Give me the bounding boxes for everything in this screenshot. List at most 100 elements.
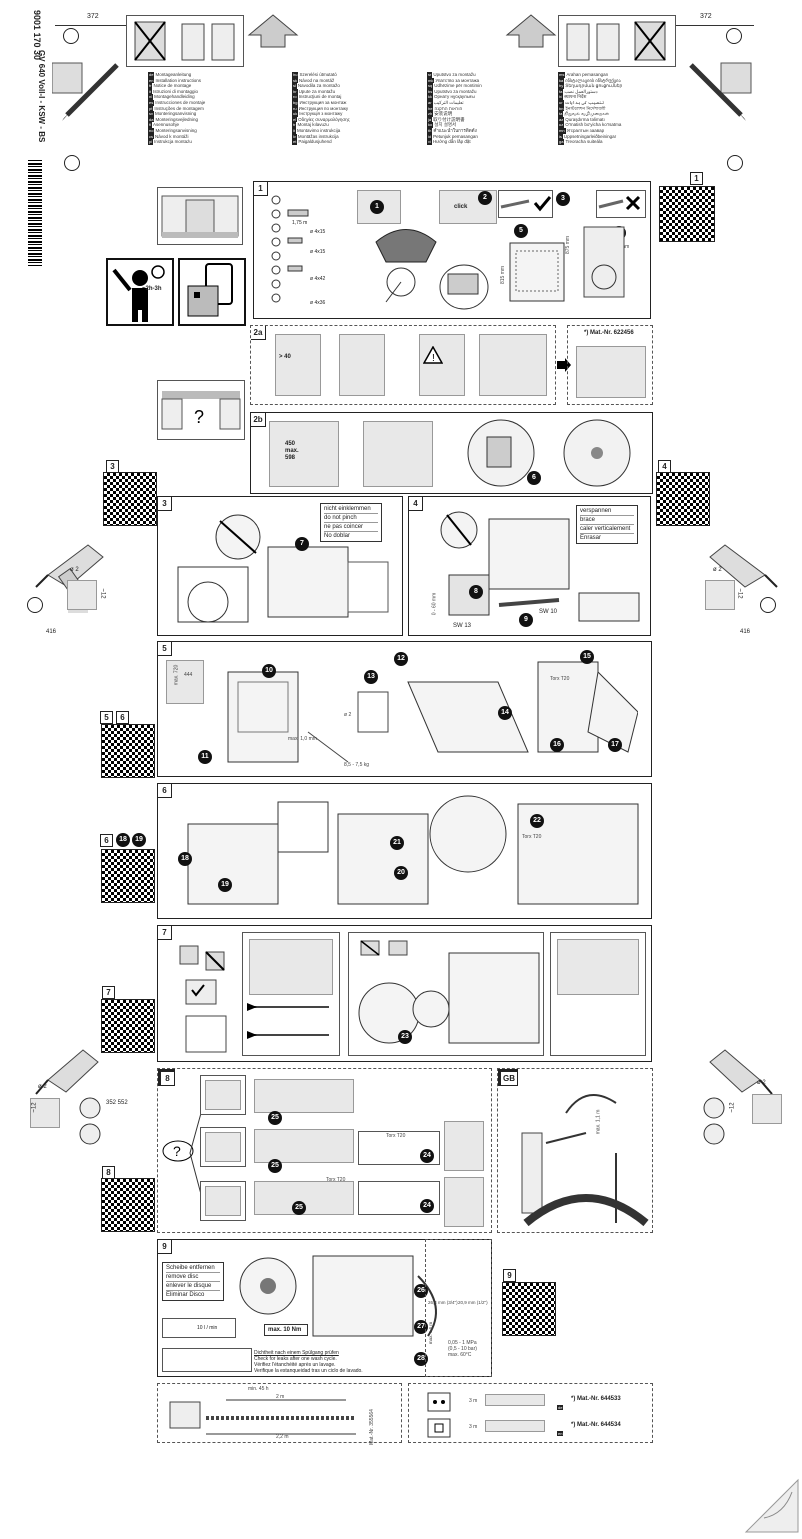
panel4-illustration [419,505,649,638]
panel7-right-detail [550,932,646,1056]
step-number-1: 1 [370,200,384,214]
arrow-up-left-icon [247,13,299,54]
panel7-center-detail [348,932,544,1056]
panel-2a: 2a > 40 ! [250,325,556,405]
panel8-option-1 [200,1075,246,1115]
warning-triangle-icon: ! [422,345,444,369]
pressure-specs: 0,05 - 1 MPa(0,5 - 10 bar)max. 60°C [448,1340,477,1358]
step-number-24b: 24 [420,1199,434,1213]
torque-box: max. 10 Nm [264,1324,308,1336]
lang-badge-row-1: de [557,1405,564,1410]
qr-code-9[interactable] [502,1282,556,1336]
panel8-torx-detail-1 [358,1131,440,1165]
qr-code-8[interactable] [101,1178,155,1232]
step-number-13: 13 [364,670,378,684]
installer-tools-icon: ~2h-3h [106,258,174,326]
panel9-connector-illustration [228,1246,488,1351]
step1-detail-photo [434,232,504,317]
panel2a-image-1 [275,334,321,396]
dim-right-top: 372 [664,13,754,26]
registration-mark-top-left [63,28,79,44]
registration-mark-top-right [726,28,742,44]
panel-8: 8 ? 25 25 25 Torx T20 24 Torx T20 24 [157,1068,492,1233]
panel-6: 6 18 19 20 21 22 Torx T20 [157,783,652,919]
panel6-illustration [168,794,648,919]
panel-2a-accessory: *) Mat.-Nr. 622456 [567,325,653,405]
dim-left-top: 372 [55,13,143,26]
leak-check-icons [162,1348,252,1372]
step-number-25c: 25 [292,1201,306,1215]
registration-mark-mid-right [760,597,776,613]
panel2b-image-2 [363,421,433,487]
panel8-rail-1 [254,1079,354,1113]
bottom-left-panel: min. 45 h 2 m 2,2 m Mat.-Nr. 355564 [157,1383,402,1445]
panel2b-detail-4 [561,417,633,494]
flow-rate-box: 10 l / min [162,1318,236,1338]
step-number-25a: 25 [268,1111,282,1125]
cabinet-question-illustration: ? [157,380,245,440]
step-number-28: 28 [414,1352,428,1366]
panel2a-image-3 [419,334,465,396]
mobile-app-icon [178,258,246,326]
drill-right-lower-illustration [700,1040,780,1105]
panel8-side-photo-1 [444,1121,484,1171]
drain-hose-illustration [366,222,446,317]
panel8-option-3-door [205,1186,241,1216]
panel5-illustration [208,652,639,777]
step-number-26: 26 [414,1284,428,1298]
qr-code-3[interactable] [103,472,157,526]
leak-check-text: Dichtheit nach einem Spülgang prüfen Che… [254,1350,363,1374]
cabinet-side-illustration [574,217,644,312]
step-number-20: 20 [394,866,408,880]
pencil-left-illustration [51,55,122,130]
qr-code-6[interactable] [101,849,155,903]
panel2a-image-2 [339,334,385,396]
qr-code-5-6[interactable] [101,724,155,778]
step-number-14: 14 [498,706,512,720]
panel8-side-photo-2 [444,1177,484,1227]
panel3-illustration [168,507,398,637]
step-number-24a: 24 [420,1149,434,1163]
qr-step-19-badge: 19 [132,833,146,847]
bottom-right-panel: 3 m de *) Mat.-Nr. 644533 3 m en *) Mat.… [408,1383,653,1443]
kitchen-cabinet-illustration [157,187,243,245]
panel7-left-photo [249,939,333,995]
step-number-6: 6 [527,471,541,485]
step-number-5: 5 [514,224,528,238]
panel-9-specs: 26,4 mm (3/4") 20,9 mm (1/2") 0,05 - 1 M… [425,1239,492,1377]
panel-gb: GB max. 1,1 m [497,1068,653,1233]
step-number-17: 17 [608,738,622,752]
step-number-21: 21 [390,836,404,850]
outlet-icon-2 [427,1418,451,1443]
panel8-option-1-door [205,1080,241,1110]
qr-code-1[interactable] [659,186,715,242]
step-number-11: 11 [198,750,212,764]
accessory-photo [576,346,646,398]
panel7-left-detail [242,932,340,1056]
qr-code-4[interactable] [656,472,710,526]
drill-hole-right-lower [752,1094,782,1124]
step-cross-illustration [596,190,646,218]
page-curl-icon [744,1478,800,1539]
step-number-27: 27 [414,1320,428,1334]
arrow-up-right-icon [505,13,557,54]
gb-hose-illustration [506,1083,651,1233]
panel7-boxes [176,936,236,1061]
panel5-door-panel [166,660,204,704]
qr-step-18-badge: 18 [116,833,130,847]
qr-code-7[interactable] [101,999,155,1053]
step-number-9: 9 [519,613,533,627]
step-number-19: 19 [218,878,232,892]
outlet-icon-1 [427,1392,451,1417]
svg-text:?: ? [173,1143,181,1159]
top-no-install-image-left [126,15,244,67]
